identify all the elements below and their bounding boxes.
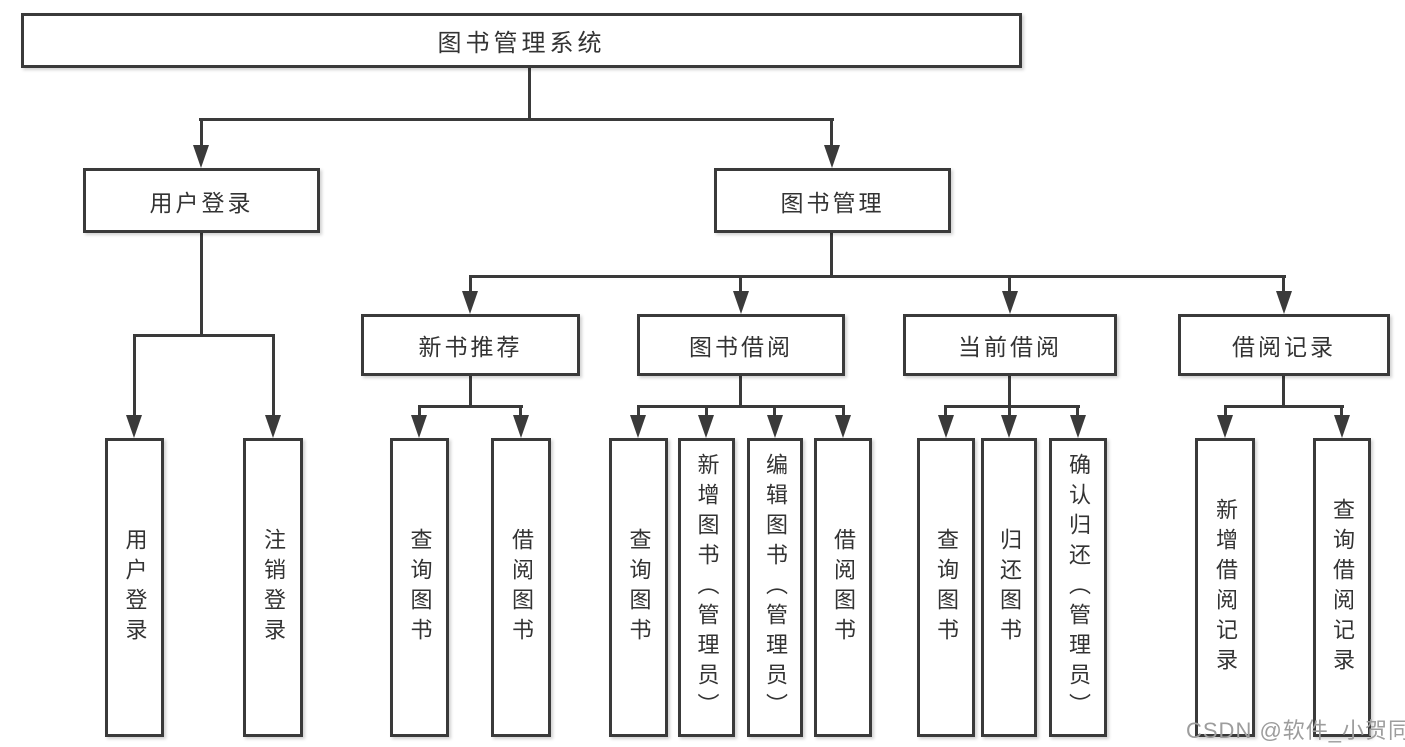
arrowhead-down-icon <box>265 415 281 438</box>
connector-line <box>739 376 742 407</box>
connector-line <box>469 275 472 293</box>
leaf-query-book-current: 查询图书 <box>917 438 975 737</box>
connector-line <box>830 233 833 277</box>
connector-line <box>944 405 1080 408</box>
arrowhead-down-icon <box>411 415 427 438</box>
connector-line <box>773 405 776 418</box>
connector-line <box>519 405 522 418</box>
arrowhead-down-icon <box>938 415 954 438</box>
leaf-add-book-admin: 新增图书（管理员） <box>678 438 735 737</box>
connector-line <box>637 405 640 418</box>
node-user-login: 用户登录 <box>83 168 320 233</box>
arrowhead-down-icon <box>1334 415 1350 438</box>
node-root-system: 图书管理系统 <box>21 13 1022 68</box>
connector-line <box>1224 405 1344 408</box>
arrowhead-down-icon <box>193 145 209 168</box>
connector-line <box>1008 405 1011 418</box>
connector-line <box>272 334 275 418</box>
connector-line <box>1224 405 1227 418</box>
connector-line <box>705 405 708 418</box>
connector-line <box>528 68 531 120</box>
arrowhead-down-icon <box>1276 291 1292 314</box>
connector-line <box>944 405 947 418</box>
arrowhead-down-icon <box>1001 415 1017 438</box>
watermark: CSDN @软件_小贺同学 <box>1186 718 1405 743</box>
connector-line <box>830 118 833 148</box>
node-book-borrow: 图书借阅 <box>637 314 845 376</box>
leaf-return-book: 归还图书 <box>981 438 1037 737</box>
connector-line <box>1008 275 1011 293</box>
connector-line <box>200 233 203 336</box>
arrowhead-down-icon <box>462 291 478 314</box>
node-borrow-records: 借阅记录 <box>1178 314 1390 376</box>
connector-line <box>842 405 845 418</box>
connector-line <box>1008 376 1011 407</box>
node-new-book-recommend: 新书推荐 <box>361 314 580 376</box>
leaf-query-book-borrow: 查询图书 <box>609 438 668 737</box>
connector-line <box>1076 405 1079 418</box>
arrowhead-down-icon <box>630 415 646 438</box>
leaf-user-login: 用户登录 <box>105 438 164 737</box>
arrowhead-down-icon <box>767 415 783 438</box>
connector-line <box>418 405 421 418</box>
connector-line <box>133 334 136 418</box>
connector-line <box>1282 275 1285 293</box>
connector-line <box>469 275 1286 278</box>
leaf-logout: 注销登录 <box>243 438 303 737</box>
leaf-confirm-return-admin: 确认归还（管理员） <box>1049 438 1107 737</box>
arrowhead-down-icon <box>824 145 840 168</box>
connector-line <box>200 118 203 148</box>
arrowhead-down-icon <box>835 415 851 438</box>
leaf-borrow-book: 借阅图书 <box>814 438 872 737</box>
connector-line <box>1282 376 1285 407</box>
leaf-query-book-recommend: 查询图书 <box>390 438 449 737</box>
arrowhead-down-icon <box>126 415 142 438</box>
node-book-management: 图书管理 <box>714 168 951 233</box>
connector-line <box>469 376 472 407</box>
arrowhead-down-icon <box>733 291 749 314</box>
leaf-query-borrow-record: 查询借阅记录 <box>1313 438 1371 737</box>
leaf-edit-book-admin: 编辑图书（管理员） <box>747 438 803 737</box>
connector-line <box>133 334 275 337</box>
arrowhead-down-icon <box>698 415 714 438</box>
connector-line <box>199 118 834 121</box>
arrowhead-down-icon <box>513 415 529 438</box>
leaf-add-borrow-record: 新增借阅记录 <box>1195 438 1255 737</box>
connector-line <box>637 405 845 408</box>
leaf-borrow-book-recommend: 借阅图书 <box>491 438 551 737</box>
connector-line <box>1340 405 1343 418</box>
arrowhead-down-icon <box>1070 415 1086 438</box>
arrowhead-down-icon <box>1217 415 1233 438</box>
arrowhead-down-icon <box>1002 291 1018 314</box>
connector-line <box>418 405 523 408</box>
connector-line <box>739 275 742 293</box>
node-current-borrow: 当前借阅 <box>903 314 1117 376</box>
